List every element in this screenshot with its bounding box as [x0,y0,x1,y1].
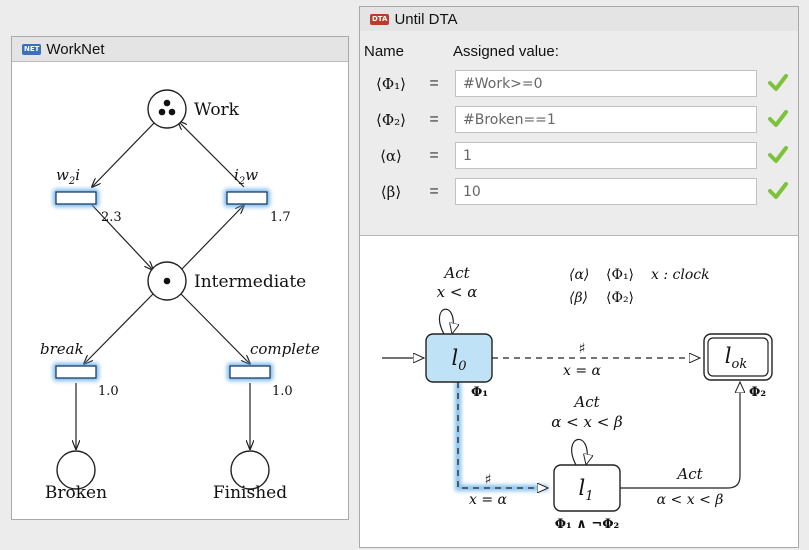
edge-l1-lok [620,382,740,489]
dta-canvas[interactable]: ⟨α⟩ ⟨Φ₁⟩ x : clock ⟨β⟩ ⟨Φ₂⟩ Act x < α ♯ … [360,236,798,546]
state-l1-label: l1 [579,476,594,504]
transition-i2w-rate: 1.7 [270,210,291,225]
check-icon [768,110,788,127]
arc-w2i-intermediate [91,204,153,270]
transition-break[interactable] [53,363,99,381]
legend-phi1: ⟨Φ₁⟩ [606,267,634,283]
state-l0-label: l0 [452,346,467,374]
petri-net-canvas[interactable]: Work Intermediate Broken Finished w2i 2.… [12,61,348,519]
state-lok[interactable] [703,333,773,381]
place-work[interactable] [147,89,187,129]
loop0-guard: x < α [437,283,478,301]
loop1-guard: α < x < β [551,413,623,431]
legend-beta: ⟨β⟩ [569,290,588,306]
dta-panel-header: DTA Until DTA [360,7,798,32]
param-name: ⟨β⟩ [380,183,402,201]
transition-complete-label: complete [250,340,320,358]
edge-l0-l1-action: ♯ [485,472,492,488]
check-icon [768,182,788,199]
state-lok-invariant: Φ₂ [749,385,766,400]
state-l0-invariant: Φ₁ [471,385,488,400]
name-column-header: Name [364,43,405,60]
state-lok-label: lok [725,344,748,372]
worknet-panel: NET WorkNet Work [11,36,349,520]
param-row-phi1: ⟨Φ₁⟩ = [360,67,798,103]
arc-work-w2i [92,120,157,187]
param-row-beta: ⟨β⟩ = [360,175,798,211]
param-value-input[interactable] [455,106,757,133]
loop1-arc [571,438,588,465]
place-broken-label: Broken [45,483,107,503]
until-dta-panel: DTA Until DTA Name Assigned value: ⟨Φ₁⟩ … [359,6,799,548]
loop1-action: Act [572,393,600,411]
edge-l1-lok-action: Act [675,465,703,483]
param-name: ⟨α⟩ [380,147,402,165]
loop0-action: Act [442,264,470,282]
param-value-input[interactable] [455,142,757,169]
transition-w2i-rate: 2.3 [101,210,122,225]
place-finished-label: Finished [213,483,287,503]
net-badge-icon: NET [22,43,42,55]
arc-intermediate-complete [180,293,250,364]
transition-i2w[interactable] [224,189,270,207]
transition-complete[interactable] [227,363,273,381]
check-icon [768,146,788,163]
place-broken[interactable] [56,450,96,490]
param-value-input[interactable] [455,178,757,205]
loop0-arc [438,308,453,334]
transition-w2i[interactable] [53,189,99,207]
equals-sign: = [429,75,439,92]
transition-break-label: break [40,340,84,358]
param-name: ⟨Φ₂⟩ [375,111,406,129]
param-name: ⟨Φ₁⟩ [375,75,406,93]
place-intermediate[interactable] [147,261,187,301]
parameters-section: Name Assigned value: ⟨Φ₁⟩ = ⟨Φ₂⟩ = ⟨α⟩ =… [360,31,798,236]
dta-title: Until DTA [394,10,458,28]
edge-l0-lok-action: ♯ [579,341,586,357]
edge-l0-lok-guard: x = α [563,363,602,379]
param-row-alpha: ⟨α⟩ = [360,139,798,175]
value-column-header: Assigned value: [453,43,559,60]
transition-i2w-label: i2w [234,166,258,187]
equals-sign: = [429,147,439,164]
param-row-phi2: ⟨Φ₂⟩ = [360,103,798,139]
state-l1-invariant: Φ₁ ∧ ¬Φ₂ [555,517,620,532]
legend-clock: x : clock [651,267,710,283]
edge-l0-l1 [457,382,548,488]
arc-intermediate-break [84,293,154,364]
place-finished[interactable] [230,450,270,490]
transition-break-rate: 1.0 [98,384,119,399]
arc-i2w-work [178,121,245,188]
dta-badge-icon: DTA [370,13,390,25]
edge-l0-l1-guard: x = α [469,492,508,508]
state-l1[interactable] [553,464,621,512]
equals-sign: = [429,183,439,200]
worknet-panel-header: NET WorkNet [12,37,348,62]
check-icon [768,74,788,91]
legend-alpha: ⟨α⟩ [569,267,589,283]
equals-sign: = [429,111,439,128]
edge-l1-lok-guard: α < x < β [657,492,724,508]
state-l0[interactable] [425,333,493,383]
transition-complete-rate: 1.0 [272,384,293,399]
legend-phi2: ⟨Φ₂⟩ [606,290,634,306]
transition-w2i-label: w2i [56,166,80,187]
worknet-title: WorkNet [46,40,105,58]
place-intermediate-label: Intermediate [194,272,306,292]
param-value-input[interactable] [455,70,757,97]
place-work-label: Work [194,100,240,120]
arc-intermediate-i2w [180,205,244,271]
